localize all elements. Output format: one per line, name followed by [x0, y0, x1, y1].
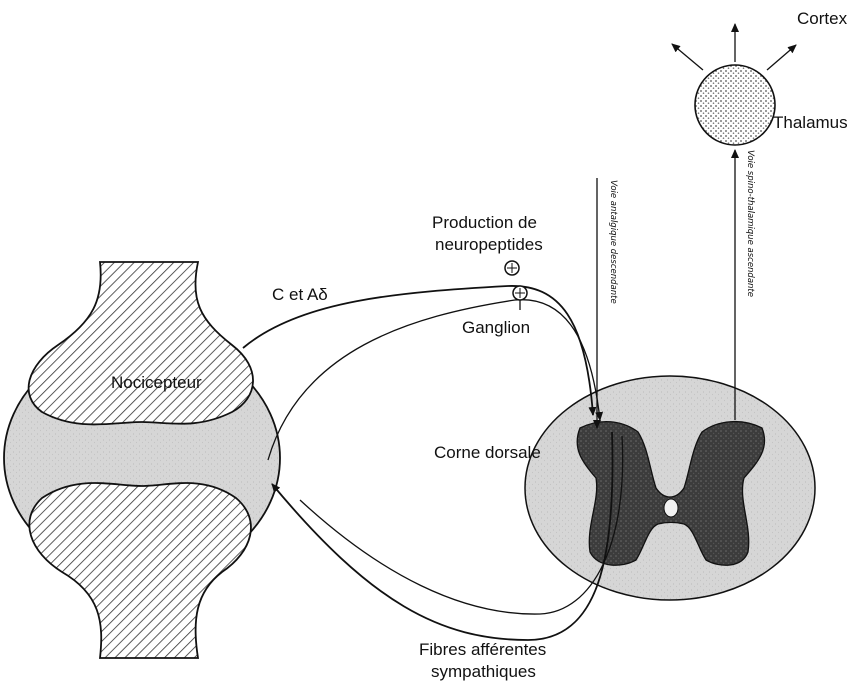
- thalamus-label: Thalamus: [773, 113, 848, 132]
- production-label: Production de: [432, 213, 537, 232]
- sympathiques-label: sympathiques: [431, 662, 536, 681]
- dorsal-horn-label: Corne dorsale: [434, 443, 541, 462]
- fibre-type-label: C et Aδ: [272, 285, 328, 304]
- spinal-cord-outline: [525, 376, 815, 600]
- lower-bone: [29, 483, 251, 658]
- central-canal: [664, 499, 678, 517]
- joint: [4, 262, 280, 658]
- ascending-pathway-label: Voie spino-thalamique ascendante: [745, 150, 755, 297]
- cortex-label: Cortex: [797, 9, 848, 28]
- descending-pathway-label: Voie antalgique descendante: [608, 180, 618, 304]
- cortex-arrow-right: [767, 45, 796, 70]
- neuropeptides-label: neuropeptides: [435, 235, 543, 254]
- upper-bone: [29, 262, 253, 425]
- cortex-arrow-left: [672, 44, 703, 70]
- ganglion-label: Ganglion: [462, 318, 530, 337]
- c-adelta-fibre-upper: [243, 286, 593, 415]
- spinal-cord: [525, 376, 815, 600]
- nocicepteur-label: Nocicepteur: [111, 373, 202, 392]
- fibres-label: Fibres afférentes: [419, 640, 546, 659]
- thalamus-circle: [695, 65, 775, 145]
